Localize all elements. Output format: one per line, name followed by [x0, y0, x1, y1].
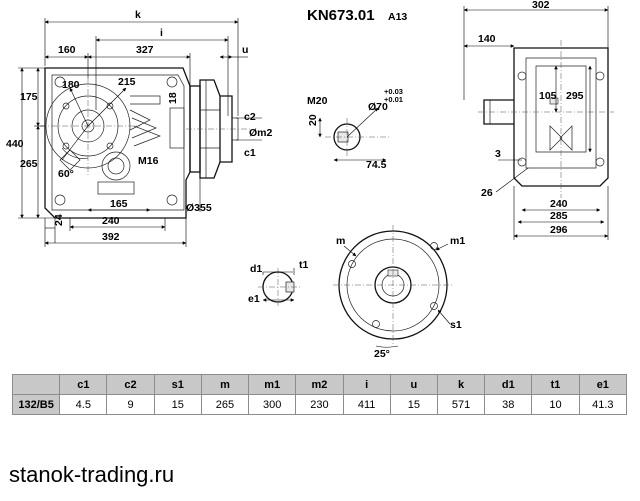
header-cell: t1 — [531, 374, 580, 395]
dim-175: 175 — [20, 91, 38, 103]
header-cell: m2 — [295, 374, 344, 395]
tolerance-upper: +0.03 — [384, 87, 403, 96]
header-cell: u — [389, 374, 438, 395]
dim-t1: t1 — [299, 259, 308, 271]
table-cell: 265 — [200, 394, 250, 415]
technical-drawing: KN673.01 A13 — [6, 0, 614, 360]
front-view: k i 160 327 u 440 175 265 180 215 60° M1… — [6, 9, 273, 247]
dim-3: 3 — [495, 148, 501, 160]
thread-m20: M20 — [307, 95, 328, 107]
dim-440: 440 — [6, 138, 24, 150]
table-cell: 4.5 — [59, 394, 108, 415]
dim-k: k — [135, 9, 141, 21]
dim-i: i — [160, 27, 163, 39]
dim-d70: Ø70 — [368, 101, 388, 113]
table-cell: 15 — [153, 394, 202, 415]
dim-18: 18 — [167, 92, 179, 104]
header-cell: e1 — [578, 374, 628, 395]
dim-26: 26 — [481, 187, 493, 199]
table-cell: 300 — [248, 394, 297, 415]
dim-m: m — [336, 235, 345, 247]
dim-160: 160 — [58, 44, 76, 56]
table-row: 132/B5 4.5 9 15 265 300 230 411 15 571 3… — [11, 394, 628, 415]
dim-240-side: 240 — [550, 198, 568, 210]
dim-74-5: 74.5 — [366, 159, 387, 171]
dim-392: 392 — [102, 231, 120, 243]
table-cell: 15 — [389, 394, 438, 415]
drawing-title: KN673.01 — [307, 7, 375, 24]
dim-24: 24 — [53, 214, 65, 226]
table-cell: 411 — [342, 394, 391, 415]
dim-215: 215 — [118, 76, 136, 88]
dim-c1: c1 — [244, 147, 256, 159]
dim-180: 180 — [62, 79, 80, 91]
dim-295: 295 — [566, 90, 584, 102]
header-cell: m — [200, 374, 250, 395]
dim-140: 140 — [478, 33, 496, 45]
table-cell: 9 — [106, 394, 155, 415]
row-label: 132/B5 — [11, 394, 61, 415]
tolerance-lower: +0.01 — [384, 95, 403, 104]
dim-d355: Ø355 — [186, 202, 212, 214]
thread-m16: M16 — [138, 155, 159, 167]
dim-c2: c2 — [244, 111, 256, 123]
header-cell: i — [342, 374, 391, 395]
dim-om2: Øm2 — [249, 127, 273, 139]
dim-302: 302 — [532, 0, 550, 11]
dim-60deg: 60° — [58, 168, 74, 180]
dim-20: 20 — [307, 114, 319, 126]
header-cell — [11, 374, 61, 395]
dim-105: 105 — [539, 90, 557, 102]
table-cell: 41.3 — [578, 394, 628, 415]
dim-165: 165 — [110, 198, 128, 210]
side-view: 302 140 105 295 3 26 240 285 296 — [463, 0, 614, 240]
table-header-row: c1 c2 s1 m m1 m2 i u k d1 t1 e1 — [11, 374, 628, 395]
dim-s1: s1 — [450, 319, 462, 331]
dim-m1: m1 — [450, 235, 465, 247]
flange-view: m m1 s1 25° — [333, 225, 465, 360]
dim-327: 327 — [136, 44, 154, 56]
table-cell: 571 — [436, 394, 486, 415]
key-detail: d1 t1 e1 — [248, 259, 308, 306]
dim-285: 285 — [550, 210, 568, 222]
header-cell: s1 — [153, 374, 202, 395]
table-cell: 38 — [484, 394, 533, 415]
header-cell: m1 — [248, 374, 297, 395]
dim-u: u — [242, 44, 248, 56]
dim-265: 265 — [20, 158, 38, 170]
drawing-subtitle: A13 — [388, 11, 407, 23]
dim-240-front: 240 — [102, 215, 120, 227]
header-cell: c1 — [59, 374, 108, 395]
parameters-table: c1 c2 s1 m m1 m2 i u k d1 t1 e1 132/B5 4… — [11, 374, 628, 415]
watermark-text: stanok-trading.ru — [9, 462, 175, 487]
shaft-detail: M20 20 +0.03 +0.01 Ø70 74.5 — [307, 87, 403, 171]
dim-296: 296 — [550, 224, 568, 236]
dim-25deg: 25° — [374, 348, 390, 360]
table-cell: 10 — [531, 394, 580, 415]
dim-d1: d1 — [250, 263, 262, 275]
table-cell: 230 — [295, 394, 344, 415]
header-cell: c2 — [106, 374, 155, 395]
header-cell: k — [436, 374, 486, 395]
header-cell: d1 — [484, 374, 533, 395]
dim-e1: e1 — [248, 293, 260, 305]
